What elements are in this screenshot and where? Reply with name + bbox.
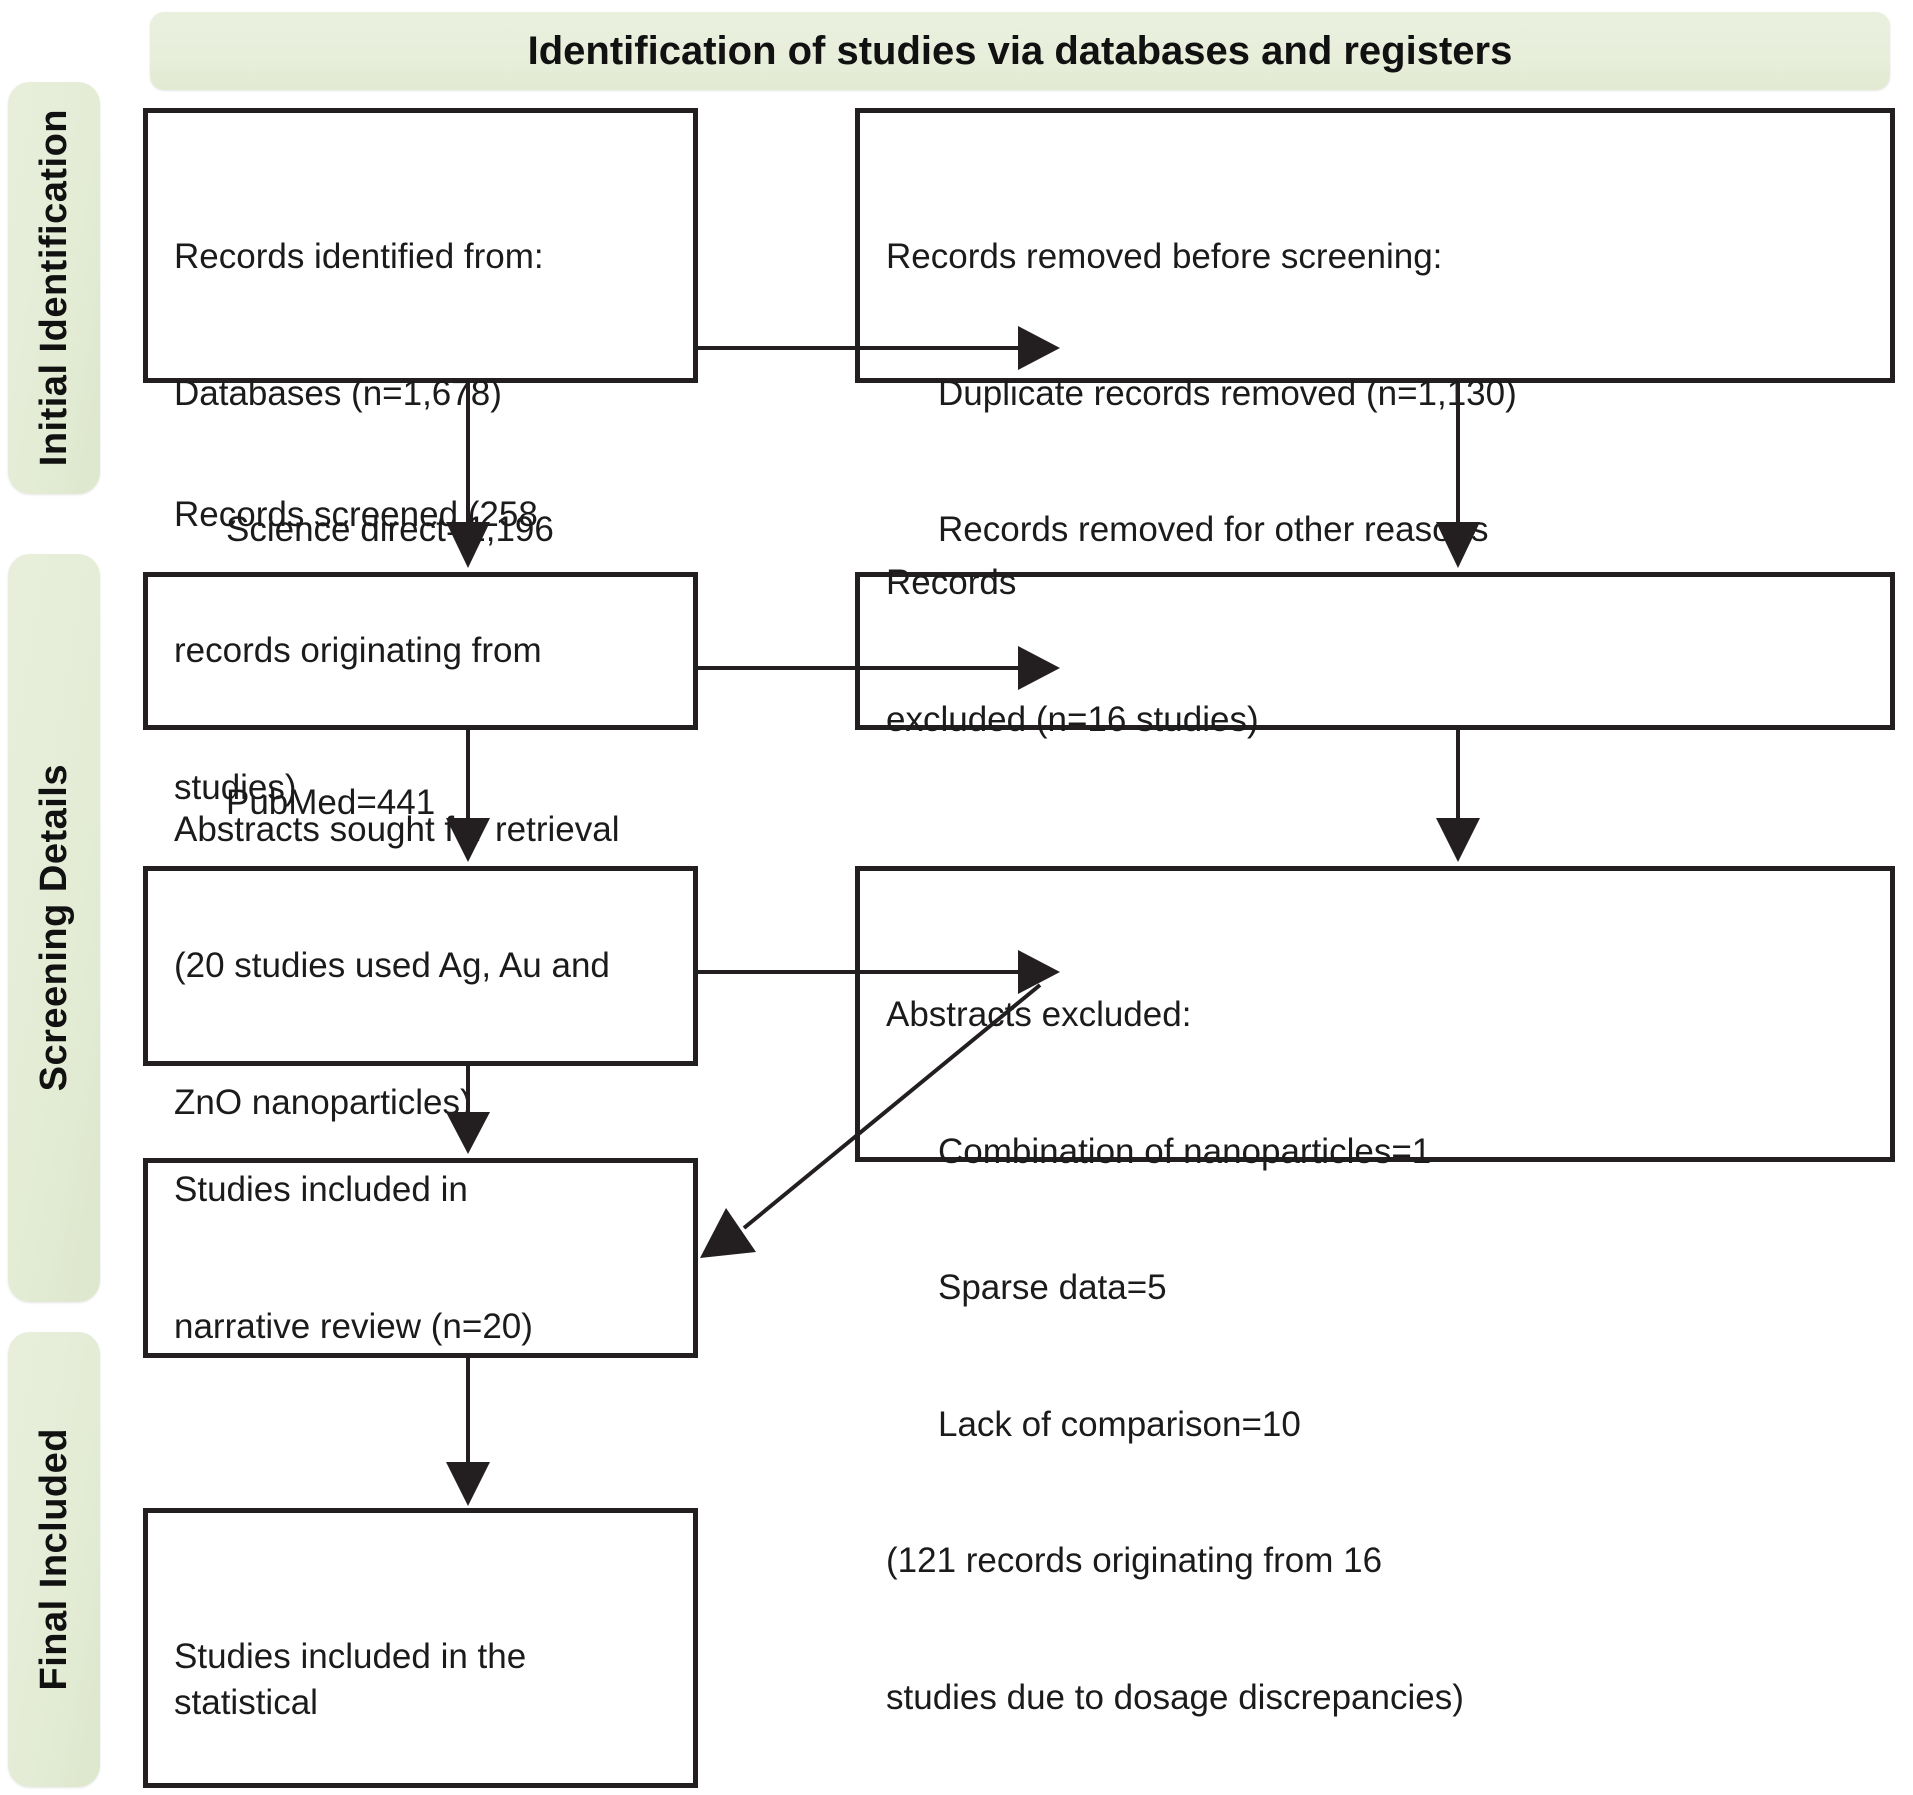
line-abstracts-excluded-2: Sparse data=5 <box>938 1268 1167 1307</box>
box-studies-narrative-text: Studies included in narrative review (n=… <box>148 1076 693 1440</box>
line-records-removed-1: Duplicate records removed (n=1,130) <box>938 373 1517 413</box>
box-records-removed-before-screening: Records removed before screening: Duplic… <box>855 108 1895 686</box>
box-abstracts-excluded: Abstracts excluded: Combination of nanop… <box>855 866 1895 1717</box>
box-abstracts-sought-for-retrieval: Abstracts sought for retrieval (20 studi… <box>143 810 698 1122</box>
box-records-excluded-text: Records excluded (n=16 studies) <box>860 469 1890 833</box>
box-records-excluded: Records excluded (n=16 studies) <box>855 563 1895 739</box>
arrow-screened-to-abstracts-sought <box>446 730 490 862</box>
box-studies-included-statistical-analysis: Studies included in the statistical anal… <box>143 1508 698 1788</box>
line-records-identified-1: Databases (n=1,678) <box>174 373 502 413</box>
arrow-narrative-to-statistical <box>446 1358 490 1506</box>
line-records-removed-0: Records removed before screening: <box>886 237 1443 276</box>
line-records-screened-0: Records screened (258 <box>174 494 538 534</box>
line-records-excluded-0: Records <box>886 563 1017 602</box>
stage-rail-final-included: Final Included <box>8 1332 100 1787</box>
box-abstracts-excluded-text: Abstracts excluded: Combination of nanop… <box>860 871 1890 1795</box>
arrow-identified-to-removed <box>698 326 1060 370</box>
box-records-screened: Records screened (258 records originatin… <box>143 495 698 807</box>
arrow-identified-to-screened <box>446 383 490 568</box>
line-abstracts-excluded-4: (121 records originating from 16 <box>886 1541 1383 1580</box>
box-abstracts-sought-text: Abstracts sought for retrieval (20 studi… <box>148 716 693 1217</box>
stage-rail-screening-details: Screening Details <box>8 554 100 1302</box>
line-abstracts-excluded-1: Combination of nanoparticles=1 <box>938 1131 1432 1171</box>
arrow-excluded-to-abstracts-excluded <box>1436 730 1480 862</box>
box-records-screened-text: Records screened (258 records originatin… <box>148 401 693 902</box>
arrow-removed-to-excluded <box>1436 383 1480 568</box>
line-abstracts-sought-1: (20 studies used Ag, Au and <box>174 946 610 986</box>
line-studies-narrative-1: narrative review (n=20) <box>174 1306 533 1346</box>
line-records-screened-1: records originating from <box>174 631 542 671</box>
arrow-sought-to-narrative-review <box>446 1066 490 1154</box>
line-abstracts-excluded-0: Abstracts excluded: <box>886 995 1192 1034</box>
page-title: Identification of studies via databases … <box>527 28 1513 73</box>
box-studies-statistical-text: Studies included in the statistical anal… <box>148 1513 693 1795</box>
arrow-sought-to-abstracts-excluded <box>698 950 1060 994</box>
line-records-screened-2: studies) <box>174 767 297 807</box>
line-abstracts-excluded-3: Lack of comparison=10 <box>938 1404 1301 1444</box>
line-records-excluded-1: excluded (n=16 studies) <box>886 699 1259 739</box>
arrow-diagonal-to-narrative-review <box>700 983 1042 1258</box>
line-studies-statistical-0: Studies included in the statistical <box>174 1637 536 1722</box>
line-abstracts-excluded-5: studies due to dosage discrepancies) <box>886 1677 1464 1717</box>
stage-rail-initial-identification: Initial Identification <box>8 82 100 494</box>
line-abstracts-sought-2: ZnO nanoparticles) <box>174 1082 472 1122</box>
box-studies-included-narrative-review: Studies included in narrative review (n=… <box>143 1158 698 1358</box>
line-records-identified-0: Records identified from: <box>174 237 544 276</box>
line-records-identified-4: PubMed=441 <box>226 783 436 822</box>
arrow-screened-to-excluded <box>698 646 1060 690</box>
line-abstracts-sought-0: Abstracts sought for retrieval <box>174 809 620 849</box>
line-studies-narrative-0: Studies included in <box>174 1170 468 1209</box>
line-records-removed-2: Records removed for other reasons <box>938 510 1489 549</box>
diagram-header-banner: Identification of studies via databases … <box>150 12 1890 90</box>
